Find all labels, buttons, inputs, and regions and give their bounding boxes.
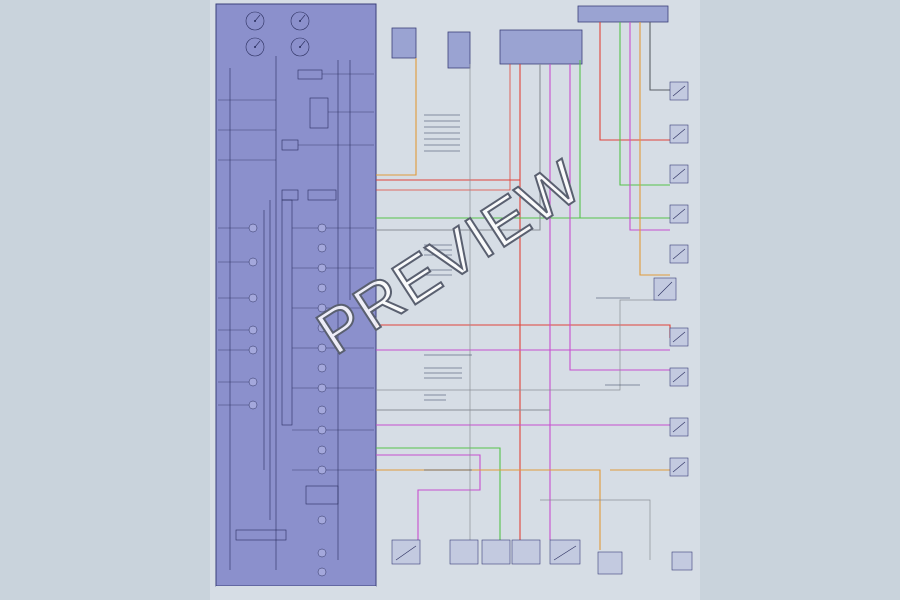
switch-contacts xyxy=(395,85,686,561)
terminal-labels xyxy=(424,114,640,471)
connector-blocks xyxy=(391,5,669,69)
wiring-diagram xyxy=(215,3,693,594)
wiring-diagram-sheet xyxy=(210,0,700,600)
wire-harness xyxy=(376,22,671,560)
instrument-cluster-block xyxy=(215,3,377,594)
